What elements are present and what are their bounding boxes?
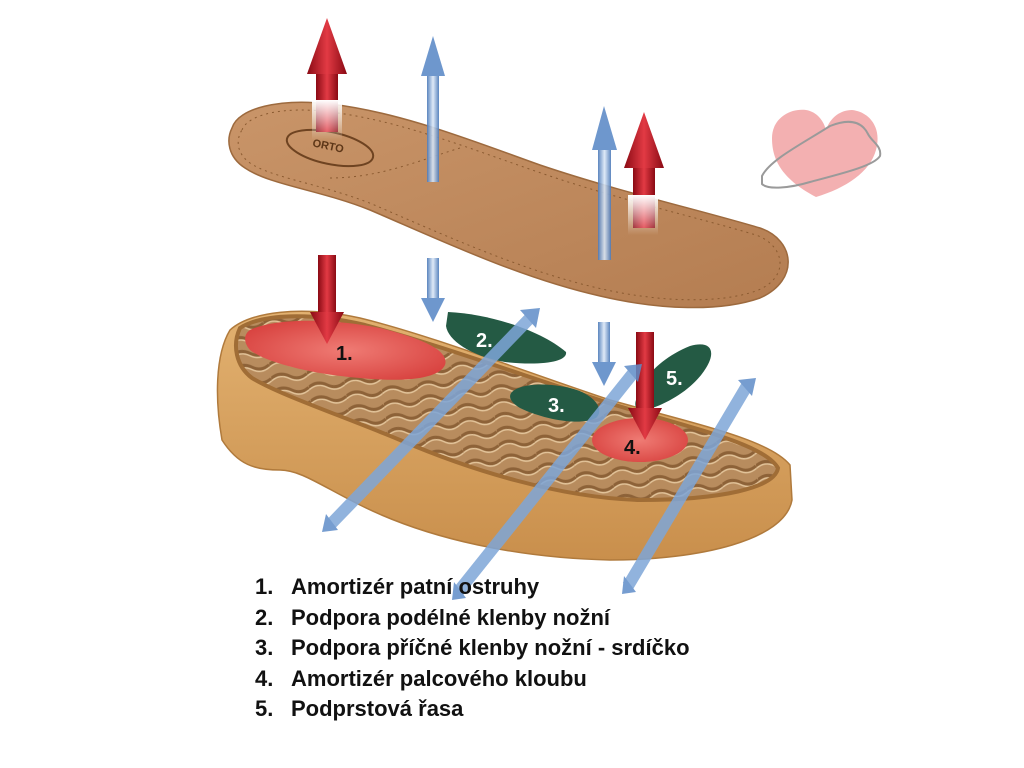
legend-item-2: 2. Podpora podélné klenby nožní: [255, 603, 690, 634]
legend-text: Amortizér palcového kloubu: [291, 665, 587, 691]
legend-text: Amortizér patní ostruhy: [291, 574, 540, 599]
legend-list: 1. Amortizér patní ostruhy 2. Podpora podé…: [255, 572, 690, 725]
blue-arrow-diagonal-2: [452, 364, 642, 600]
red-up-arrow-forefoot: [624, 112, 664, 235]
insole: ORTO: [228, 101, 789, 309]
callout-5: 5.: [666, 368, 683, 390]
toe-crest-pad: [635, 344, 712, 411]
blue-arrow-heel-vertical: [421, 36, 445, 182]
legend-text: Podpora příčné klenby nožní - srdíčko: [291, 635, 690, 660]
metatarsal-pad: [510, 384, 600, 422]
legend-number: 3.: [255, 635, 274, 660]
legend-text: Podprstová řasa: [291, 696, 464, 721]
red-up-arrow-heel: [307, 18, 347, 140]
callout-3: 3.: [548, 395, 565, 417]
legend-text: Podpora podélné klenby nožní: [291, 604, 611, 630]
blue-arrow-mid-vertical: [421, 258, 445, 322]
blue-arrow-diagonal-3: [622, 378, 756, 594]
legend-number: 5.: [255, 696, 274, 721]
legend-item-5: 5. Podprstová řasa: [255, 694, 690, 725]
blue-arrow-diagonal-1: [322, 308, 540, 532]
heel-pad: [245, 320, 446, 380]
callout-1: 1.: [336, 343, 353, 365]
heart-shoe-logo: [761, 109, 882, 197]
red-down-arrow-heel: [310, 255, 344, 344]
legend-item-1: 1. Amortizér patní ostruhy: [255, 572, 690, 603]
blue-arrow-fore-down: [592, 322, 616, 386]
legend-number: 2.: [255, 604, 274, 630]
legend-number: 1.: [255, 574, 274, 599]
legend-number: 4.: [255, 665, 274, 691]
legend-item-3: 3. Podpora příčné klenby nožní - srdíčko: [255, 633, 690, 664]
legend-item-4: 4. Amortizér palcového kloubu: [255, 664, 690, 695]
callout-4: 4.: [624, 437, 641, 459]
callout-2: 2.: [476, 330, 493, 352]
blue-arrow-fore-vertical: [592, 106, 617, 260]
ball-pad: [592, 418, 688, 462]
red-down-arrow-ball: [628, 332, 662, 440]
